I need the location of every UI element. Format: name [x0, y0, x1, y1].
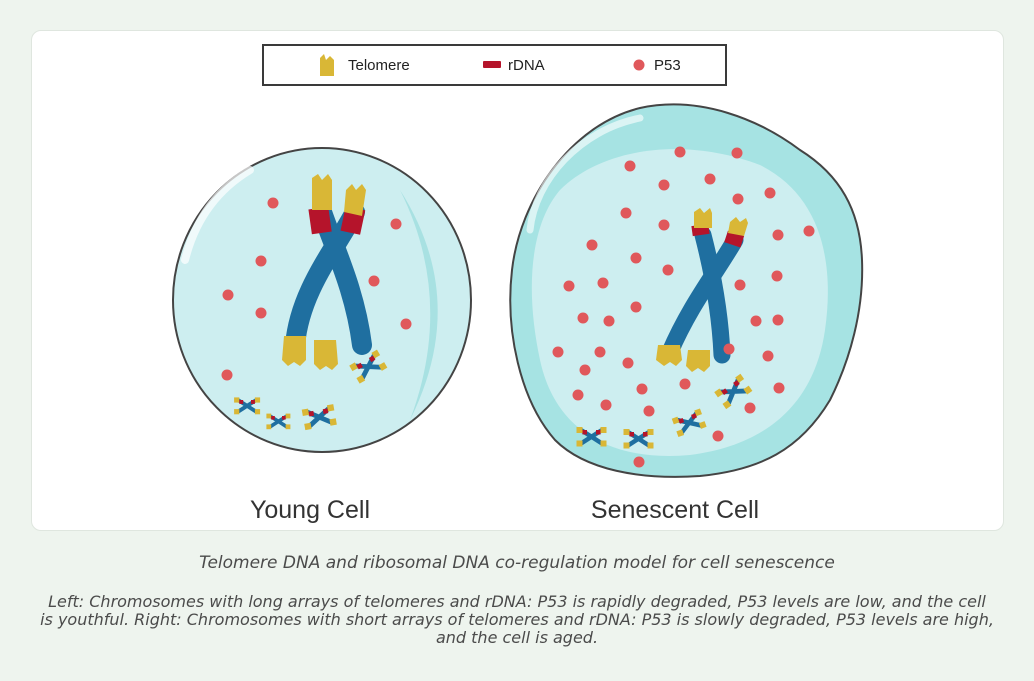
telomere-icon — [320, 54, 334, 76]
caption-description: Left: Chromosomes with long arrays of te… — [40, 592, 994, 647]
young-p53-dots — [221, 197, 412, 381]
young-chromosome — [282, 174, 372, 370]
rdna-icon — [483, 61, 501, 68]
legend-item-p53: P53 — [632, 46, 681, 84]
legend: Telomere rDNA P53 — [262, 44, 727, 86]
p53-dot-icon — [633, 59, 645, 71]
legend-item-telomere: Telomere — [316, 46, 410, 84]
senescent-p53-dots — [552, 146, 815, 468]
legend-item-rdna: rDNA — [482, 46, 545, 84]
caption-title: Telomere DNA and ribosomal DNA co-regula… — [199, 553, 835, 573]
senescent-chromosome — [656, 208, 748, 372]
senescent-cell — [509, 103, 864, 478]
young-cell-label: Young Cell — [249, 496, 370, 524]
young-cell — [172, 147, 472, 453]
legend-label-telomere: Telomere — [348, 56, 410, 74]
legend-label-p53: P53 — [654, 56, 681, 74]
senescent-cell-label: Senescent Cell — [590, 496, 760, 524]
legend-label-rdna: rDNA — [508, 56, 545, 74]
